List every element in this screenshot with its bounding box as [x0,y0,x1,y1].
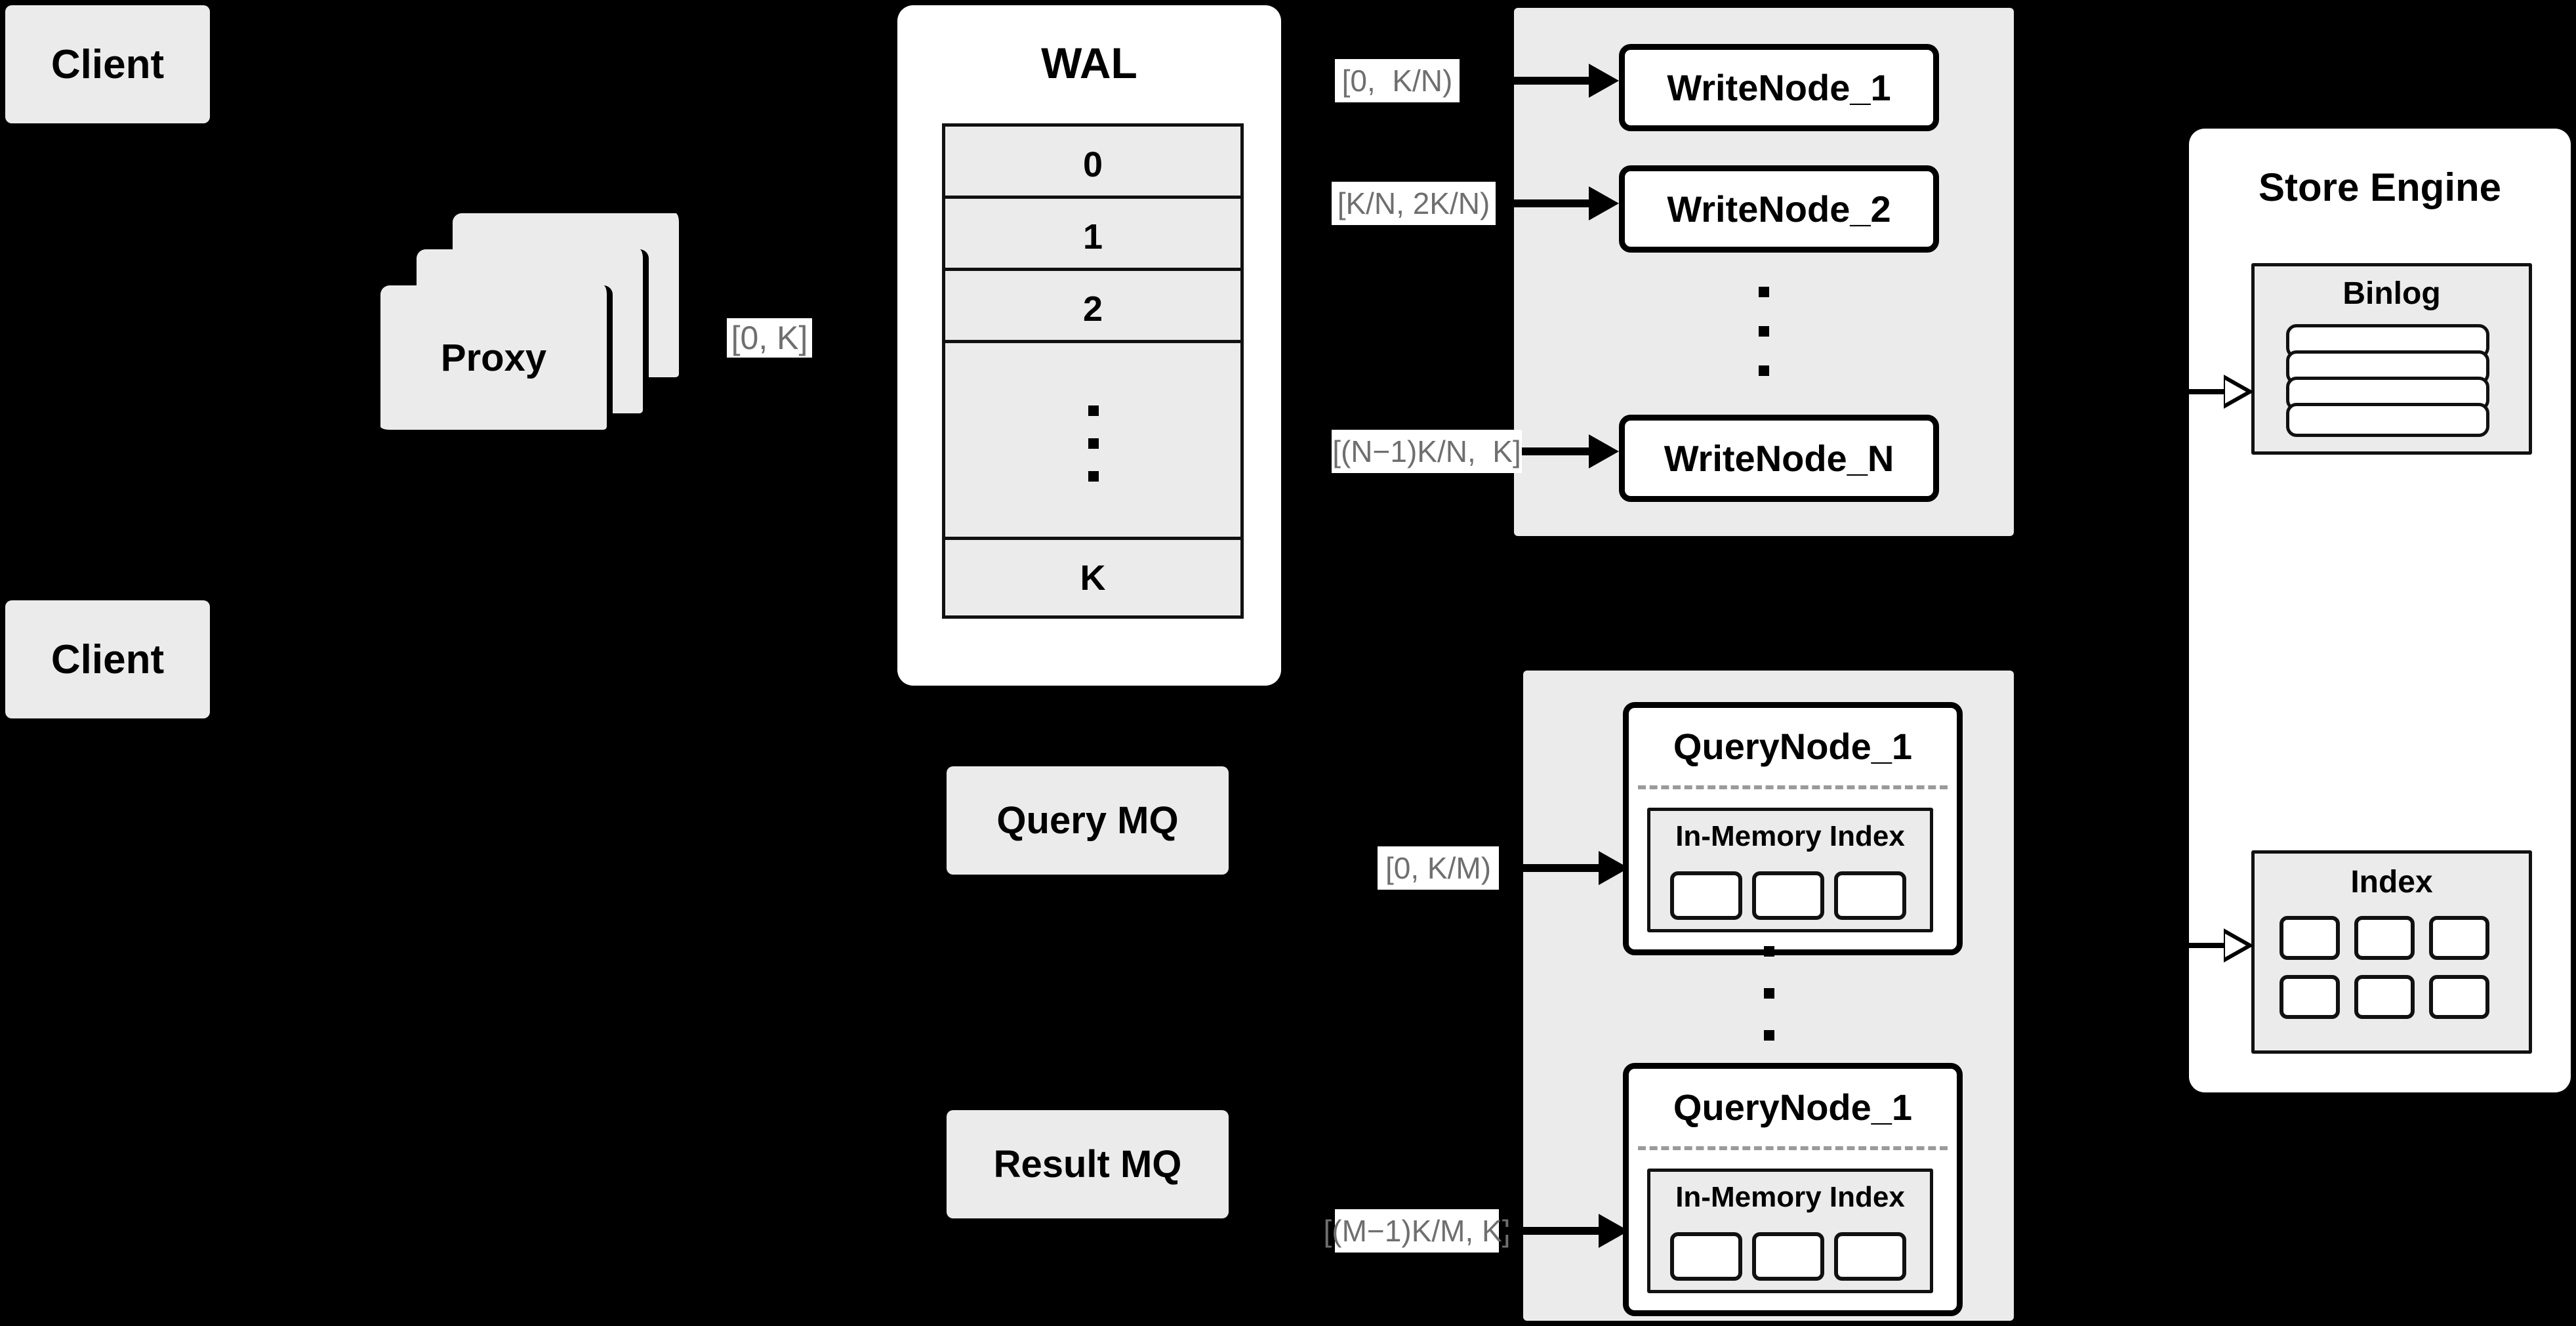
write-node-group: WriteNode_1 WriteNode_2 WriteNode_N [1514,8,2014,536]
write-node-2[interactable]: WriteNode_2 [1619,165,1939,253]
write-group-ellipsis-dot-1 [1759,287,1769,297]
write-group-ellipsis-dot-2 [1759,326,1769,337]
wal-cell-1[interactable]: 1 [942,196,1244,278]
index-title: Index [2350,865,2433,900]
arrow-line-write-n [1522,447,1601,455]
query-node-2-index-slot-2[interactable] [1752,1232,1824,1281]
label-query-node-1: [0, K/M) [1378,846,1499,890]
arrow-head-query-1 [1599,851,1629,885]
arrow-line-binlog [2184,389,2237,394]
index-slot-5[interactable] [2354,975,2415,1019]
write-node-n-label: WriteNode_N [1664,438,1894,479]
label-write-node-n: [(N−1)K/N, K] [1332,430,1522,473]
query-group-ellipsis-dot-3 [1764,1030,1774,1041]
index-slot-4[interactable] [2280,975,2340,1019]
query-node-1-index-slot-3[interactable] [1834,871,1906,920]
label-query-node-m-text: [(M−1)K/M, K] [1323,1214,1511,1248]
arrow-line-index [2184,943,2237,948]
arrow-head-write-2 [1589,186,1619,220]
client-label-1: Client [51,41,165,87]
query-node-2-label: QueryNode_1 [1673,1087,1913,1128]
arrow-line-write-1 [1460,77,1601,85]
query-mq-label: Query MQ [996,799,1179,842]
arrow-head-query-m [1599,1214,1629,1248]
query-node-1-index-slot-1[interactable] [1670,871,1742,920]
label-write-node-1: [0, K/N) [1335,59,1460,102]
label-proxy-to-wal: [0, K] [727,318,812,358]
result-mq-box[interactable]: Result MQ [947,1110,1229,1218]
query-node-1-index-slot-2[interactable] [1752,871,1824,920]
arrow-line-write-2 [1496,199,1601,207]
wal-cell-k[interactable]: K [942,537,1244,619]
write-node-1[interactable]: WriteNode_1 [1619,44,1939,131]
wal-cell-2[interactable]: 2 [942,268,1244,350]
query-node-1[interactable]: QueryNode_1 In-Memory Index [1623,702,1963,955]
proxy-stack[interactable]: Proxy [380,213,685,436]
query-node-2-inmemory-index: In-Memory Index [1647,1169,1933,1293]
query-mq-box[interactable]: Query MQ [947,766,1229,875]
binlog-row-4[interactable] [2286,403,2489,437]
arrow-head-index [2224,928,2254,963]
label-write-node-1-text: [0, K/N) [1341,64,1453,98]
query-node-2-index-slot-3[interactable] [1834,1232,1906,1281]
binlog-panel: Binlog [2251,263,2532,455]
write-node-1-label: WriteNode_1 [1667,67,1891,108]
query-group-ellipsis-dot-2 [1764,988,1774,999]
result-mq-label: Result MQ [993,1143,1182,1186]
write-group-ellipsis-dot-3 [1759,365,1769,376]
label-query-node-1-text: [0, K/M) [1385,851,1492,885]
arrow-head-write-1 [1589,64,1619,98]
client-box-1[interactable]: Client [5,5,210,123]
write-node-2-label: WriteNode_2 [1667,188,1891,230]
label-proxy-to-wal-text: [0, K] [731,320,808,356]
proxy-stack-layer-1: Proxy [380,285,613,436]
wal-cell-2-label: 2 [1082,289,1103,329]
wal-cell-0[interactable]: 0 [942,123,1244,205]
arrow-head-binlog [2224,375,2254,409]
query-node-2-index-slot-1[interactable] [1670,1232,1742,1281]
query-node-2-separator [1638,1146,1948,1150]
binlog-title: Binlog [2342,276,2441,311]
wal-ellipsis-dot-2 [1088,438,1099,449]
query-node-group: QueryNode_1 In-Memory Index QueryNode_1 … [1523,671,2014,1321]
index-slot-3[interactable] [2429,916,2489,960]
wal-cell-ellipsis [942,340,1244,547]
arrow-line-query-1 [1499,864,1610,872]
index-slot-1[interactable] [2280,916,2340,960]
wal-ellipsis-dot-1 [1088,405,1099,416]
label-write-node-2: [K/N, 2K/N) [1332,182,1496,225]
query-node-1-inmemory-index: In-Memory Index [1647,808,1933,932]
arrow-head-write-n [1589,434,1619,468]
index-slot-6[interactable] [2429,975,2489,1019]
wal-cell-1-label: 1 [1082,217,1103,257]
query-node-1-label: QueryNode_1 [1673,726,1913,767]
store-engine-title: Store Engine [2258,165,2502,209]
proxy-label: Proxy [440,336,547,379]
label-write-node-n-text: [(N−1)K/N, K] [1332,434,1521,468]
wal-cell-k-label: K [1080,558,1106,598]
label-write-node-2-text: [K/N, 2K/N) [1337,186,1490,220]
write-node-n[interactable]: WriteNode_N [1619,415,1939,502]
client-label-2: Client [51,636,165,682]
index-panel: Index [2251,850,2532,1054]
wal-cell-list: 0 1 2 K [942,123,1244,629]
wal-panel: WAL 0 1 2 K [897,5,1281,686]
index-slot-2[interactable] [2354,916,2415,960]
query-group-ellipsis-dot-1 [1764,946,1774,957]
client-box-2[interactable]: Client [5,600,210,718]
query-node-2[interactable]: QueryNode_1 In-Memory Index [1623,1063,1963,1316]
wal-cell-0-label: 0 [1082,144,1103,184]
wal-ellipsis-dot-3 [1088,471,1099,482]
label-query-node-m: [(M−1)K/M, K] [1324,1209,1511,1253]
wal-title: WAL [1041,39,1137,87]
query-node-2-index-title: In-Memory Index [1675,1181,1905,1213]
query-node-1-index-title: In-Memory Index [1675,820,1905,852]
arrow-line-query-m [1499,1227,1610,1235]
query-node-1-separator [1638,785,1948,789]
